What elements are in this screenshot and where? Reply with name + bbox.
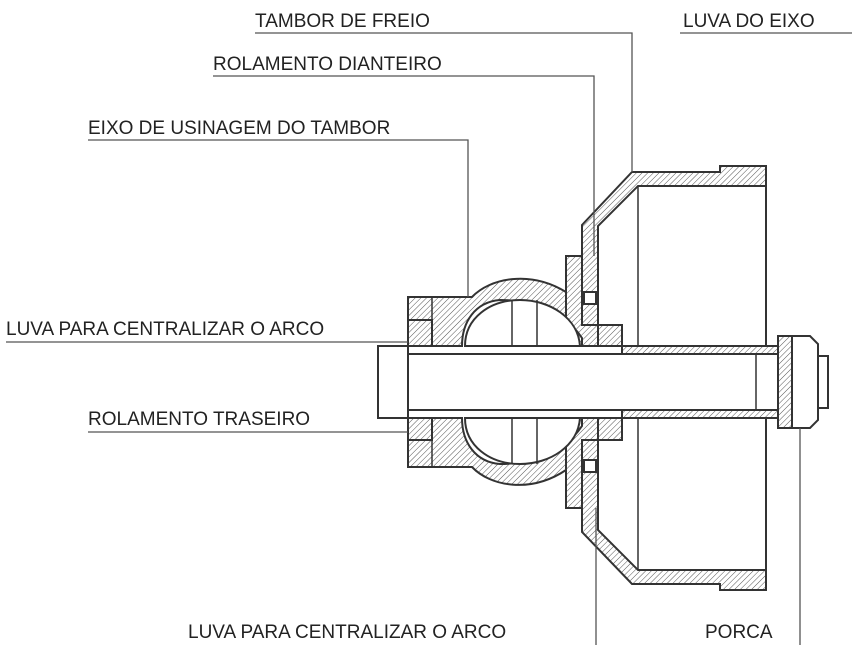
nut-washer bbox=[777, 335, 793, 429]
label-axle-sleeve: LUVA DO EIXO bbox=[683, 11, 815, 32]
label-rear-bearing: ROLAMENTO TRASEIRO bbox=[88, 409, 310, 430]
leader-lines bbox=[6, 32, 852, 645]
rear-bearing-bottom bbox=[407, 417, 433, 441]
axle-sleeve-bottom bbox=[621, 409, 779, 419]
label-centering-sleeve-top: LUVA PARA CENTRALIZAR O ARCO bbox=[6, 319, 324, 340]
front-bearing-notch-bottom bbox=[583, 459, 597, 473]
machining-shaft bbox=[377, 345, 779, 419]
brake-drum-top bbox=[581, 165, 767, 591]
shaft-body bbox=[407, 353, 779, 411]
rear-bearing-top bbox=[407, 319, 433, 347]
bearing-ball bbox=[463, 298, 582, 466]
nut-body bbox=[791, 335, 819, 429]
rear-bearing-block bbox=[407, 297, 433, 467]
leader-machining-shaft bbox=[88, 139, 469, 297]
label-nut: PORCA bbox=[705, 622, 773, 643]
label-machining-shaft: EIXO DE USINAGEM DO TAMBOR bbox=[88, 118, 390, 139]
brake-drum bbox=[581, 165, 767, 591]
label-centering-sleeve-bottom: LUVA PARA CENTRALIZAR O ARCO bbox=[188, 622, 506, 643]
nut-cap bbox=[817, 355, 829, 409]
shaft-housing bbox=[407, 277, 583, 486]
front-bearing-notch-top bbox=[583, 291, 597, 305]
leader-front-bearing bbox=[213, 75, 595, 256]
axle-sleeve-top bbox=[621, 345, 779, 355]
label-front-bearing: ROLAMENTO DIANTEIRO bbox=[213, 54, 442, 75]
nut bbox=[777, 335, 829, 429]
labels: TAMBOR DE FREIO LUVA DO EIXO ROLAMENTO D… bbox=[6, 11, 815, 643]
shaft-left-end bbox=[377, 345, 409, 419]
label-brake-drum: TAMBOR DE FREIO bbox=[255, 11, 430, 32]
leader-brake-drum bbox=[255, 32, 633, 172]
